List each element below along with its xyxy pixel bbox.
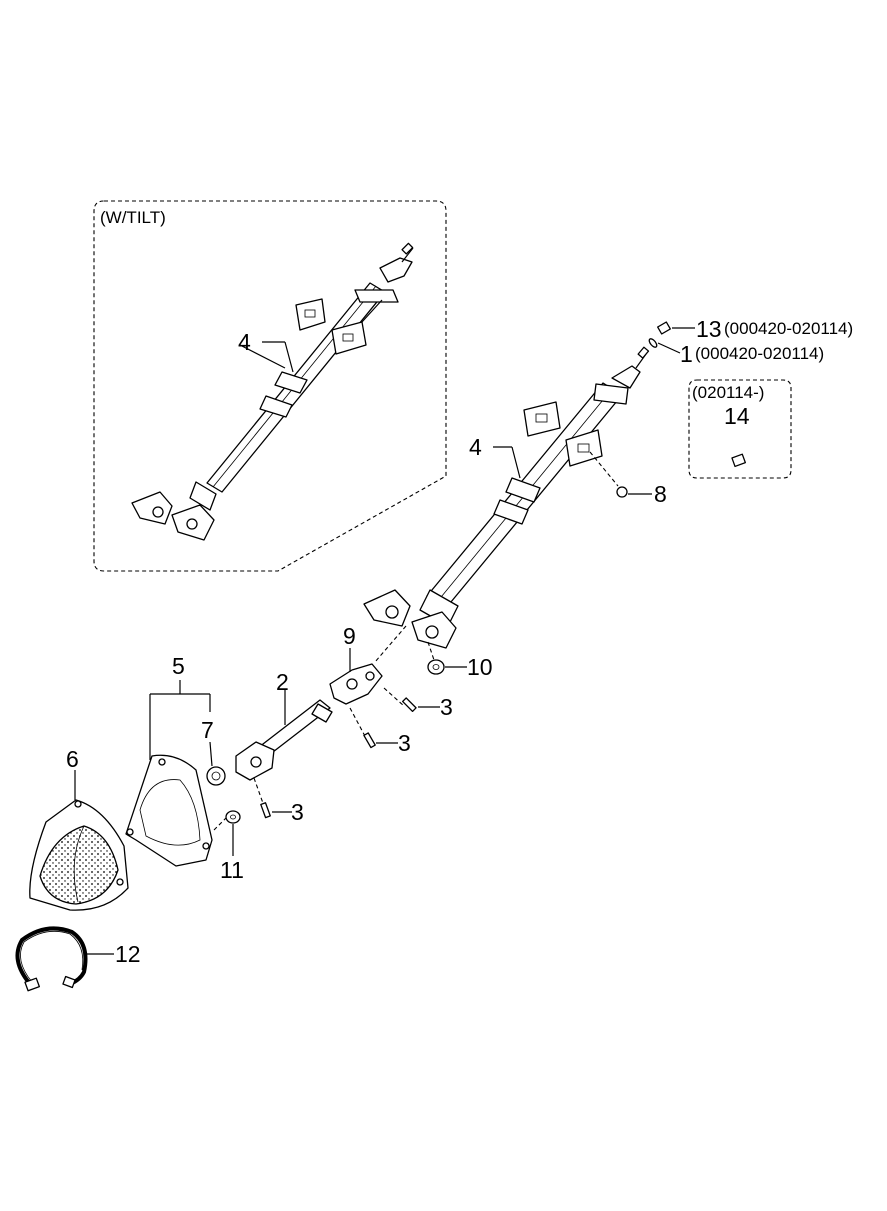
- part-14-box-title: (020114-): [692, 383, 764, 402]
- inset-callout-4: 4: [238, 329, 251, 355]
- inset-title: (W/TILT): [100, 208, 166, 227]
- tilt-variant-inset: (W/TILT) 4: [93, 200, 447, 572]
- callout-9: 9: [343, 623, 356, 649]
- callout-7: 7: [201, 717, 214, 743]
- part-7-grommet: [206, 741, 226, 786]
- callout-1: 1: [680, 341, 693, 367]
- callout-10: 10: [467, 654, 493, 680]
- part-13-nut: [657, 321, 695, 335]
- part-2-intermediate-shaft: [235, 690, 333, 781]
- part-3-bolt-middle: [349, 707, 398, 749]
- callout-13: 13: [696, 316, 722, 342]
- part-1-key: [648, 338, 681, 354]
- part-11-washer: [213, 810, 241, 856]
- callout-4: 4: [469, 434, 482, 460]
- part-3-bolt-upper: [383, 687, 440, 713]
- part-12-clamp-band: [15, 926, 114, 992]
- callout-13-range: (000420-020114): [724, 319, 853, 338]
- part-9-universal-joint: [329, 625, 407, 705]
- callout-6: 6: [66, 746, 79, 772]
- callout-1-range: (000420-020114): [695, 344, 824, 363]
- part-3-bolt-lower: [253, 777, 292, 819]
- part-5-bracket-lines: [149, 680, 211, 760]
- callout-11: 11: [220, 857, 244, 883]
- callout-12: 12: [115, 941, 141, 967]
- callout-3-upper: 3: [440, 694, 453, 720]
- inset-dashed-border: [93, 200, 447, 572]
- part-6-dust-boot: [29, 770, 129, 911]
- callout-2: 2: [276, 669, 289, 695]
- callout-5: 5: [172, 653, 185, 679]
- main-steering-column: [363, 346, 650, 649]
- part-10-washer: [427, 641, 467, 675]
- part-5-column-cover: [125, 754, 213, 867]
- part-14-cap: [731, 453, 746, 468]
- callout-3-lower: 3: [291, 799, 304, 825]
- callout-3-middle: 3: [398, 730, 411, 756]
- callout-14: 14: [724, 403, 750, 429]
- tilt-steering-column: [131, 242, 414, 541]
- part-14-box: (020114-) 14: [688, 379, 792, 479]
- part-8-bolt: [589, 451, 652, 498]
- callout-8: 8: [654, 481, 667, 507]
